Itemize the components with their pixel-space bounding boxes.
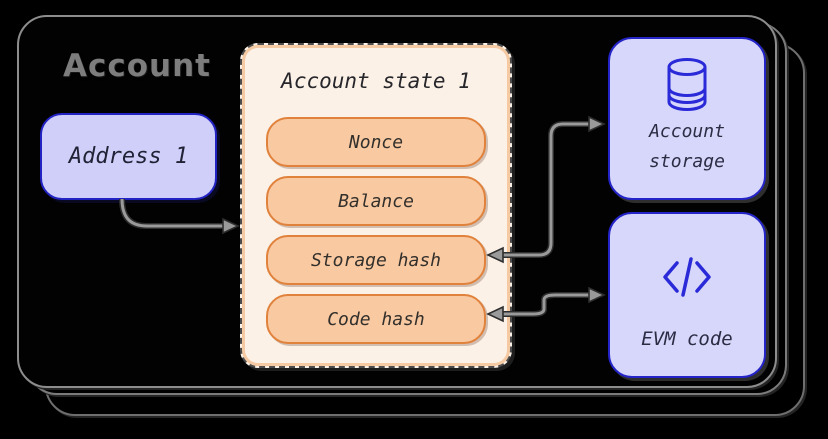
account-storage-label-line1: Account — [649, 121, 725, 142]
balance-pill: Balance — [266, 176, 486, 226]
balance-label: Balance — [338, 190, 414, 212]
account-storage-box: Account storage — [608, 37, 766, 200]
storage-hash-pill: Storage hash — [266, 235, 486, 285]
address-label: Address 1 — [68, 144, 189, 169]
code-icon — [661, 254, 713, 300]
code-hash-label: Code hash — [327, 308, 425, 330]
evm-code-box: EVM code — [608, 212, 766, 378]
nonce-pill: Nonce — [266, 117, 486, 167]
evm-code-label: EVM code — [641, 328, 733, 350]
account-state-panel: Account state 1 Nonce Balance Storage ha… — [240, 43, 512, 368]
address-box: Address 1 — [40, 113, 217, 200]
account-state-title: Account state 1 — [281, 69, 471, 93]
nonce-label: Nonce — [348, 131, 404, 153]
account-storage-label: Account storage — [649, 117, 725, 177]
database-icon — [665, 57, 709, 111]
account-storage-label-line2: storage — [649, 151, 725, 172]
storage-hash-label: Storage hash — [310, 249, 442, 271]
code-hash-pill: Code hash — [266, 294, 486, 344]
account-card-title: Account — [63, 48, 211, 84]
